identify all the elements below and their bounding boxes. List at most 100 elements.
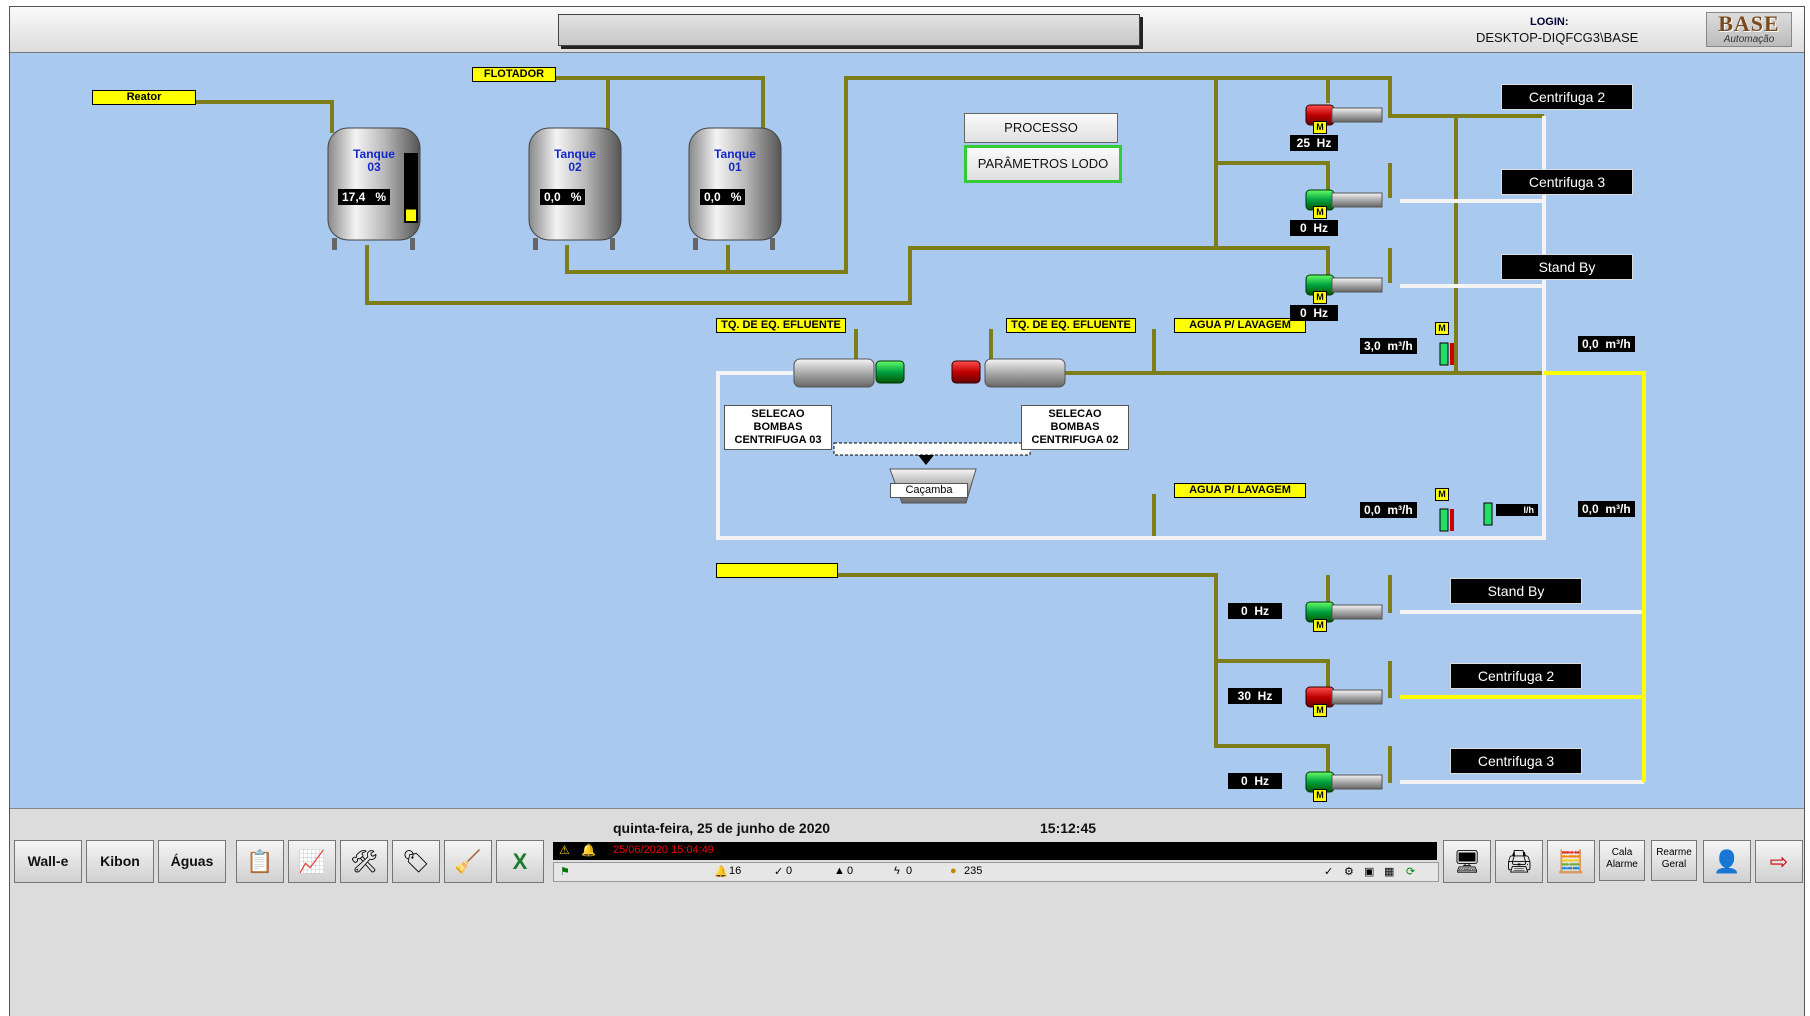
rearme-line1: Rearme	[1656, 847, 1692, 858]
current-date: quinta-feira, 25 de junho de 2020	[613, 820, 831, 836]
dest-bottom-2: Centrifuga 2	[1450, 663, 1582, 689]
alarm-timestamp: 25/06/2020 15:04:49	[613, 844, 714, 856]
bottom-yellow-feed-tag	[716, 563, 838, 578]
alarm-status-bar: ⚑ 🔔 16 ✓ 0 ▲ 0 ϟ 0 ● 235 ✓ ⚙ ▣ ▦ ⟳	[553, 862, 1439, 882]
pump-top-1-mode[interactable]: M	[1313, 121, 1327, 134]
pump-bottom-2-mode[interactable]: M	[1313, 704, 1327, 717]
rearme-line2: Geral	[1661, 859, 1687, 870]
user-icon[interactable]: 👤	[1703, 840, 1751, 883]
ack-check-icon: ✓	[774, 866, 784, 878]
broom-clean-icon[interactable]: 🧹	[444, 840, 492, 883]
flow-meter-2-level	[1450, 509, 1454, 531]
white-pipes	[716, 116, 1644, 784]
dest-bottom-1: Stand By	[1450, 578, 1582, 604]
nav-kibon-button[interactable]: Kibon	[86, 840, 154, 883]
refresh-icon[interactable]: ⟳	[1406, 866, 1416, 878]
tank-03-vessel	[327, 127, 421, 250]
trend-chart-icon[interactable]: 📈	[288, 840, 336, 883]
flow-meter-1-level	[1450, 343, 1454, 365]
tank-02-number: 02	[568, 160, 582, 174]
pump-top-1-freq: 25 Hz	[1290, 135, 1338, 151]
rearme-geral-button[interactable]: Rearme Geral	[1651, 840, 1697, 881]
processo-button[interactable]: PROCESSO	[964, 113, 1118, 143]
pump-bottom-3	[1305, 771, 1383, 793]
olive-pipes	[190, 76, 1544, 783]
person-icon: ▲	[834, 865, 845, 877]
pump-top-3-freq: 0 Hz	[1290, 305, 1338, 321]
cala-alarme-button[interactable]: Cala Alarme	[1599, 840, 1645, 881]
flotador-tag: FLOTADOR	[472, 67, 556, 82]
check-icon[interactable]: ✓	[1324, 866, 1334, 878]
pump-top-2-freq: 0 Hz	[1290, 220, 1338, 236]
question-count: 235	[964, 865, 983, 877]
login-user: DESKTOP-DIQFCG3\BASE	[1476, 30, 1639, 45]
printer-icon[interactable]: 🖨	[1495, 840, 1543, 883]
pump-bottom-2-freq: 30 Hz	[1228, 688, 1282, 704]
company-logo: BASE Automação	[1706, 12, 1792, 47]
tank-03-level-fill	[406, 209, 416, 221]
pump-bottom-3-freq: 0 Hz	[1228, 773, 1282, 789]
selecao-bombas-centrifuga-03[interactable]: SELECAO BOMBAS CENTRIFUGA 03	[724, 405, 832, 450]
cala-alarme-line2: Alarme	[1606, 859, 1638, 870]
cala-alarme-line1: Cala	[1611, 847, 1633, 858]
dest-top-2: Centrifuga 3	[1501, 169, 1633, 195]
question-icon: ●	[950, 865, 957, 877]
pump-bottom-1-mode[interactable]: M	[1313, 619, 1327, 632]
pump-bottom-3-mode[interactable]: M	[1313, 789, 1327, 802]
selecao-bombas-centrifuga-02[interactable]: SELECAO BOMBAS CENTRIFUGA 02	[1021, 405, 1129, 450]
flow-meter-2	[1439, 508, 1449, 532]
tank-03-level-bar	[404, 153, 418, 223]
tank-01-label: Tanque 01	[705, 148, 765, 174]
lightning-icon: ϟ	[894, 865, 900, 877]
computer-icon[interactable]: 🖥	[1443, 840, 1491, 883]
tank-02-vessel	[528, 127, 622, 250]
centrifuge-02	[951, 358, 1066, 388]
tank-02-name: Tanque	[554, 147, 596, 161]
header-bar: LOGIN: DESKTOP-DIQFCG3\BASE BASE Automaç…	[10, 7, 1804, 53]
gear-small-icon[interactable]: ⚙	[1344, 866, 1354, 878]
pump-top-3-mode[interactable]: M	[1313, 291, 1327, 304]
flag-icon: ⚑	[560, 866, 570, 878]
pump-top-2-mode[interactable]: M	[1313, 206, 1327, 219]
pump-bottom-1-freq: 0 Hz	[1228, 603, 1282, 619]
exit-icon[interactable]: ⇨	[1755, 840, 1803, 883]
excel-export-icon[interactable]: X	[496, 840, 544, 883]
current-time: 15:12:45	[1040, 820, 1097, 836]
tq-eq-efluente-right-tag: TQ. DE EQ. EFLUENTE	[1006, 318, 1136, 333]
login-label: LOGIN:	[1530, 16, 1569, 28]
centrifuge-03	[793, 358, 905, 388]
tank-03-number: 03	[367, 160, 381, 174]
tag-disable-icon[interactable]: 🏷	[392, 840, 440, 883]
nav-wall-e-button[interactable]: Wall-e	[14, 840, 82, 883]
tank-02-label: Tanque 02	[545, 148, 605, 174]
alarm-count: 16	[729, 865, 742, 877]
clipboard-icon[interactable]: 📋	[236, 840, 284, 883]
flow-meter-3	[1483, 502, 1493, 526]
agua-lavagem-bottom-tag: AGUA P/ LAVAGEM	[1174, 483, 1306, 498]
person-count: 0	[847, 865, 854, 877]
alarm-bell-icon: 🔔	[581, 843, 596, 857]
flow-meter-2-mode[interactable]: M	[1435, 488, 1449, 501]
warning-icon: ⚠	[559, 843, 570, 857]
dest-top-3: Stand By	[1501, 254, 1633, 280]
flow-readout-1: 3,0 m³/h	[1360, 338, 1417, 354]
tank-01-level-readout: 0,0 %	[700, 189, 746, 205]
screen-title-box	[558, 14, 1140, 46]
logo-main-text: BASE	[1718, 11, 1780, 36]
lock-icon[interactable]: ▣	[1364, 866, 1375, 878]
alarm-banner[interactable]: ⚠ 🔔 25/06/2020 15:04:49	[553, 842, 1437, 860]
tank-03-label: Tanque 03	[344, 148, 404, 174]
tank-02-level-readout: 0,0 %	[540, 189, 586, 205]
tank-01-vessel	[688, 127, 782, 250]
pump-bottom-2	[1305, 686, 1383, 708]
sel02-line1: SELECAO BOMBAS	[1048, 408, 1102, 433]
calculator-icon[interactable]: 🧮	[1547, 840, 1595, 883]
tools-icon[interactable]: 🛠	[340, 840, 388, 883]
parametros-lodo-button[interactable]: PARÂMETROS LODO	[964, 145, 1122, 183]
flow-readout-2: 0,0 m³/h	[1578, 336, 1635, 352]
process-diagram	[190, 76, 1646, 793]
nav-aguas-button[interactable]: Águas	[158, 840, 226, 883]
flow-meter-1-mode[interactable]: M	[1435, 322, 1449, 335]
filter-icon[interactable]: ▦	[1384, 866, 1395, 878]
sel03-line2: CENTRIFUGA 03	[734, 434, 822, 446]
